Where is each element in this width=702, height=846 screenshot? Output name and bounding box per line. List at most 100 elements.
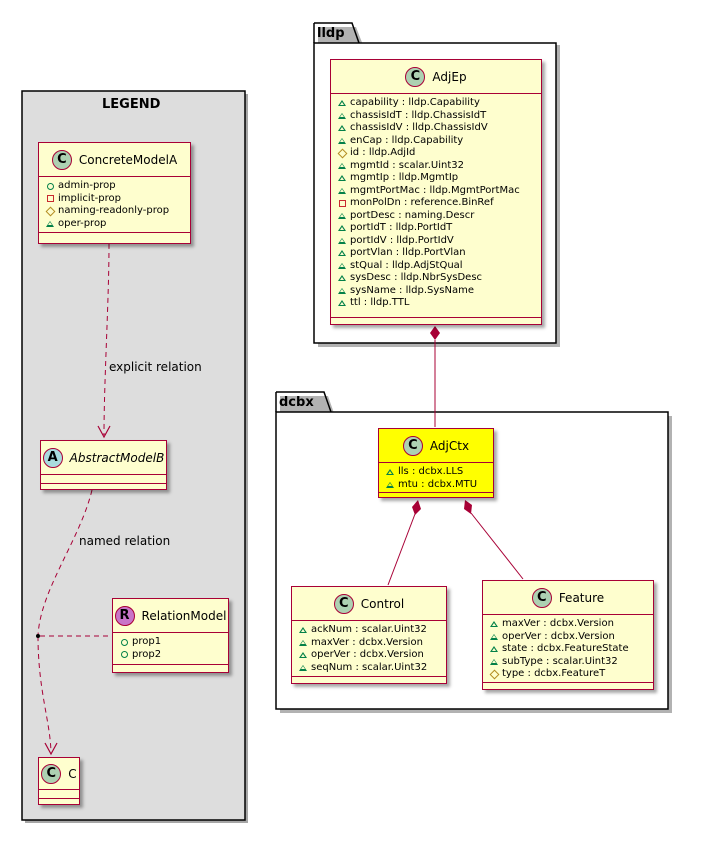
attribute-row: chassisIdV : lldp.ChassisIdV <box>337 122 541 135</box>
class-header: C C <box>39 758 79 790</box>
package-visibility-icon <box>337 300 347 307</box>
private-visibility-icon <box>337 199 347 207</box>
class-name: AbstractModelB <box>69 450 165 465</box>
explicit-relation-label: explicit relation <box>109 360 202 374</box>
package-visibility-icon <box>385 469 395 476</box>
class-c[interactable]: C C <box>38 757 80 805</box>
attribute-row: portIdT : lldp.PortIdT <box>337 222 541 235</box>
attribute-row: naming-readonly-prop <box>45 205 190 218</box>
public-visibility-icon <box>45 182 55 190</box>
class-attributes: prop1 prop2 <box>113 633 228 665</box>
named-relation-arrow <box>36 489 110 756</box>
class-concrete-model-a[interactable]: C ConcreteModelA admin-prop implicit-pro… <box>38 142 191 244</box>
class-attributes: ackNum : scalar.Uint32 maxVer : dcbx.Ver… <box>292 621 446 677</box>
class-adj-ep[interactable]: C AdjEp capability : lldp.Capability cha… <box>330 59 542 325</box>
class-attributes <box>41 475 166 484</box>
package-visibility-icon <box>337 212 347 219</box>
attribute-row: capability : lldp.Capability <box>337 97 541 110</box>
attribute-row: monPolDn : reference.BinRef <box>337 197 541 210</box>
attribute-row: sysDesc : lldp.NbrSysDesc <box>337 272 541 285</box>
package-visibility-icon <box>298 627 308 634</box>
attribute-row: mtu : dcbx.MTU <box>385 479 493 492</box>
attribute-row: portIdV : lldp.PortIdV <box>337 235 541 248</box>
class-header: C Control <box>292 587 446 621</box>
package-visibility-icon <box>337 125 347 132</box>
class-attributes: admin-prop implicit-prop naming-readonly… <box>39 177 190 233</box>
class-adj-ctx[interactable]: C AdjCtx lls : dcbx.LLS mtu : dcbx.MTU <box>378 428 494 498</box>
package-visibility-icon <box>337 137 347 144</box>
class-attributes <box>39 790 79 799</box>
class-relation-model[interactable]: R RelationModel prop1 prop2 <box>112 598 229 673</box>
attribute-row: ttl : lldp.TTL <box>337 297 541 310</box>
attribute-row: subType : scalar.Uint32 <box>489 656 653 669</box>
package-visibility-icon <box>337 250 347 257</box>
attribute-row: lls : dcbx.LLS <box>385 466 493 479</box>
class-abstract-model-b[interactable]: A AbstractModelB <box>40 440 167 490</box>
explicit-relation-arrow <box>97 243 111 439</box>
package-visibility-icon <box>489 633 499 640</box>
class-badge-icon: C <box>405 66 426 87</box>
package-visibility-icon <box>298 664 308 671</box>
class-header: R RelationModel <box>113 599 228 633</box>
class-badge-icon: C <box>531 587 552 608</box>
protected-visibility-icon <box>489 669 499 680</box>
attribute-row: prop2 <box>119 649 228 662</box>
attribute-row: operVer : dcbx.Version <box>298 649 446 662</box>
class-name: C <box>68 766 77 781</box>
class-feature[interactable]: C Feature maxVer : dcbx.Version operVer … <box>482 580 654 690</box>
class-attributes: lls : dcbx.LLS mtu : dcbx.MTU <box>379 463 493 493</box>
attribute-row: admin-prop <box>45 180 190 193</box>
attribute-row: portDesc : naming.Descr <box>337 210 541 223</box>
class-name: AdjEp <box>432 69 467 84</box>
class-name: Control <box>360 596 405 611</box>
public-visibility-icon <box>119 638 129 646</box>
legend-title: LEGEND <box>102 97 161 112</box>
class-header: C AdjEp <box>331 60 541 94</box>
package-visibility-icon <box>337 262 347 269</box>
attribute-row: ackNum : scalar.Uint32 <box>298 624 446 637</box>
class-name: ConcreteModelA <box>78 152 178 167</box>
attribute-row: oper-prop <box>45 218 190 231</box>
dcbx-package-title: dcbx <box>279 395 314 410</box>
class-header: C ConcreteModelA <box>39 143 190 177</box>
attribute-row: mgmtIp : lldp.MgmtIp <box>337 172 541 185</box>
package-visibility-icon <box>489 658 499 665</box>
class-header: C AdjCtx <box>379 429 493 463</box>
package-visibility-icon <box>337 187 347 194</box>
class-control[interactable]: C Control ackNum : scalar.Uint32 maxVer … <box>291 586 447 684</box>
package-visibility-icon <box>298 652 308 659</box>
adjctx-feature-composition <box>464 500 524 580</box>
attribute-row: portVlan : lldp.PortVlan <box>337 247 541 260</box>
class-attributes: capability : lldp.Capability chassisIdT … <box>331 94 541 318</box>
attribute-row: operVer : dcbx.Version <box>489 631 653 644</box>
package-visibility-icon <box>337 287 347 294</box>
attribute-row: implicit-prop <box>45 193 190 206</box>
class-attributes: maxVer : dcbx.Version operVer : dcbx.Ver… <box>483 615 653 683</box>
class-badge-icon: C <box>333 593 354 614</box>
attribute-row: maxVer : dcbx.Version <box>298 637 446 650</box>
attribute-row: chassisIdT : lldp.ChassisIdT <box>337 110 541 123</box>
class-name: AdjCtx <box>429 438 470 453</box>
attribute-row: stQual : lldp.AdjStQual <box>337 260 541 273</box>
class-badge-icon: C <box>41 763 62 784</box>
adjctx-control-composition <box>387 500 421 586</box>
package-visibility-icon <box>298 639 308 646</box>
private-visibility-icon <box>45 195 55 203</box>
class-badge-icon: C <box>402 435 423 456</box>
class-header: C Feature <box>483 581 653 615</box>
attribute-row: type : dcbx.FeatureT <box>489 668 653 681</box>
class-name: RelationModel <box>141 608 227 623</box>
attribute-row: state : dcbx.FeatureState <box>489 643 653 656</box>
package-visibility-icon <box>337 162 347 169</box>
public-visibility-icon <box>119 651 129 659</box>
lldp-package-title: lldp <box>317 26 345 41</box>
protected-visibility-icon <box>337 148 347 159</box>
package-visibility-icon <box>337 275 347 282</box>
class-header: A AbstractModelB <box>41 441 166 475</box>
named-relation-label: named relation <box>79 534 171 548</box>
class-name: Feature <box>558 590 605 605</box>
abstract-badge-icon: A <box>42 447 63 468</box>
package-visibility-icon <box>489 621 499 628</box>
class-badge-icon: C <box>51 149 72 170</box>
attribute-row: enCap : lldp.Capability <box>337 135 541 148</box>
